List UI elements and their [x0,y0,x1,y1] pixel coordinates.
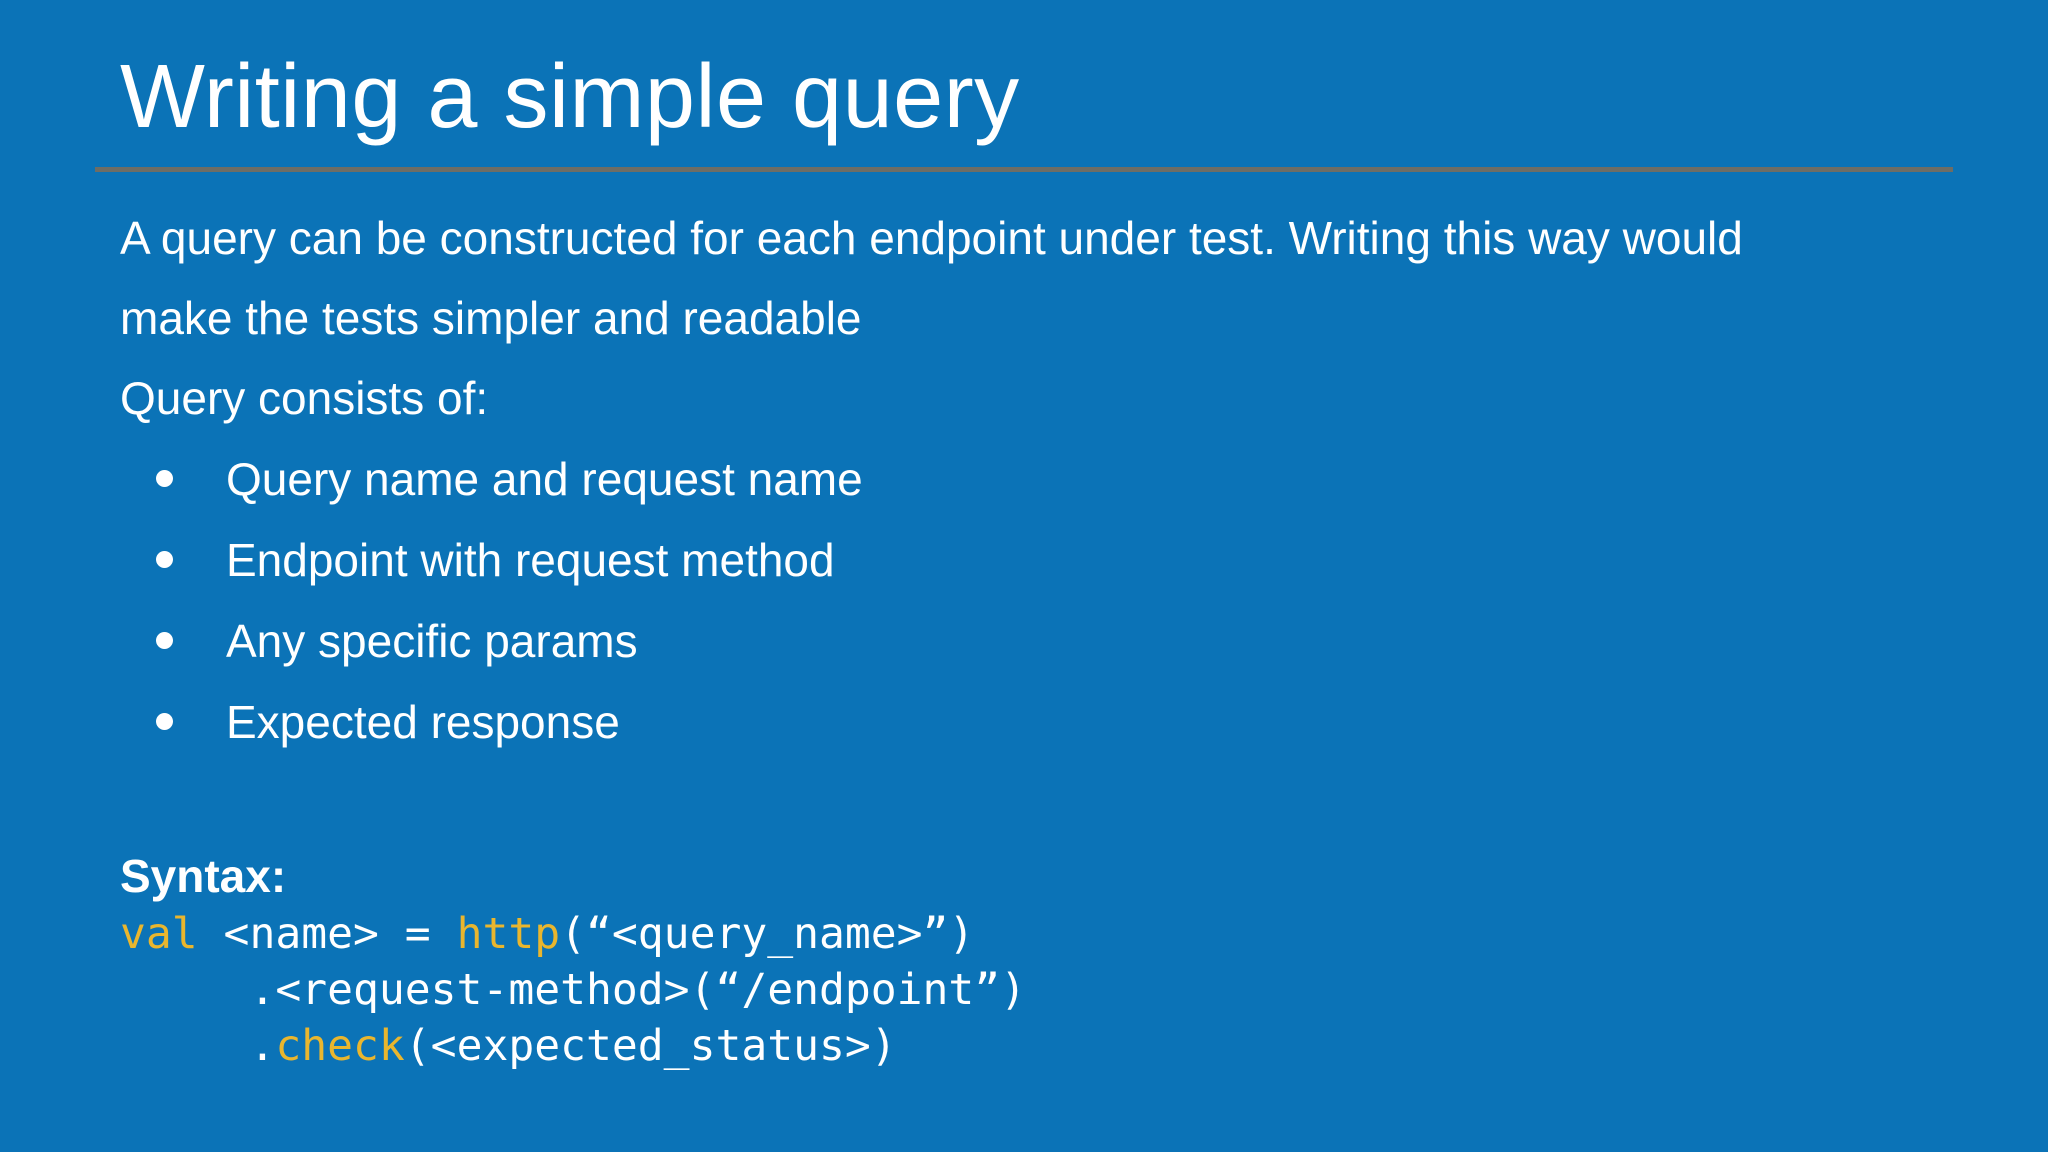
list-intro: Query consists of: [120,372,489,424]
bullet-icon [156,551,173,568]
code-line-1: val <name> = http(“<query_name>”) [120,906,1026,962]
code-line-2: .<request-method>(“/endpoint”) [120,962,1026,1018]
paragraph-line: make the tests simpler and readable [120,292,862,344]
title-underline [95,167,1953,172]
syntax-label: Syntax: [120,850,287,902]
code-text: . [120,1021,276,1071]
keyword-val: val [120,909,198,959]
code-text: .<request-method>(“/endpoint”) [120,965,1027,1015]
bullet-icon [156,713,173,730]
bullet-icon [156,632,173,649]
code-text: (“<query_name>”) [560,909,975,959]
code-block: val <name> = http(“<query_name>”) .<requ… [120,906,1026,1074]
code-line-3: .check(<expected_status>) [120,1018,1026,1074]
code-text: <name> = [197,909,457,959]
list-item-label: Endpoint with request method [226,533,835,586]
list-item-label: Query name and request name [226,452,863,505]
list-item: Any specific params [120,600,863,681]
slide-title: Writing a simple query [120,47,1020,147]
list-item-label: Any specific params [226,614,638,667]
list-item-label: Expected response [226,695,620,748]
keyword-check: check [275,1021,405,1071]
paragraph-line: A query can be constructed for each endp… [120,212,1743,264]
body-text-block: A query can be constructed for each endp… [120,198,1743,438]
list-item: Expected response [120,681,863,762]
bullet-list: Query name and request name Endpoint wit… [120,438,863,762]
bullet-icon [156,470,173,487]
code-text: (<expected_status>) [404,1021,897,1071]
list-item: Query name and request name [120,438,863,519]
keyword-http: http [456,909,561,959]
list-item: Endpoint with request method [120,519,863,600]
